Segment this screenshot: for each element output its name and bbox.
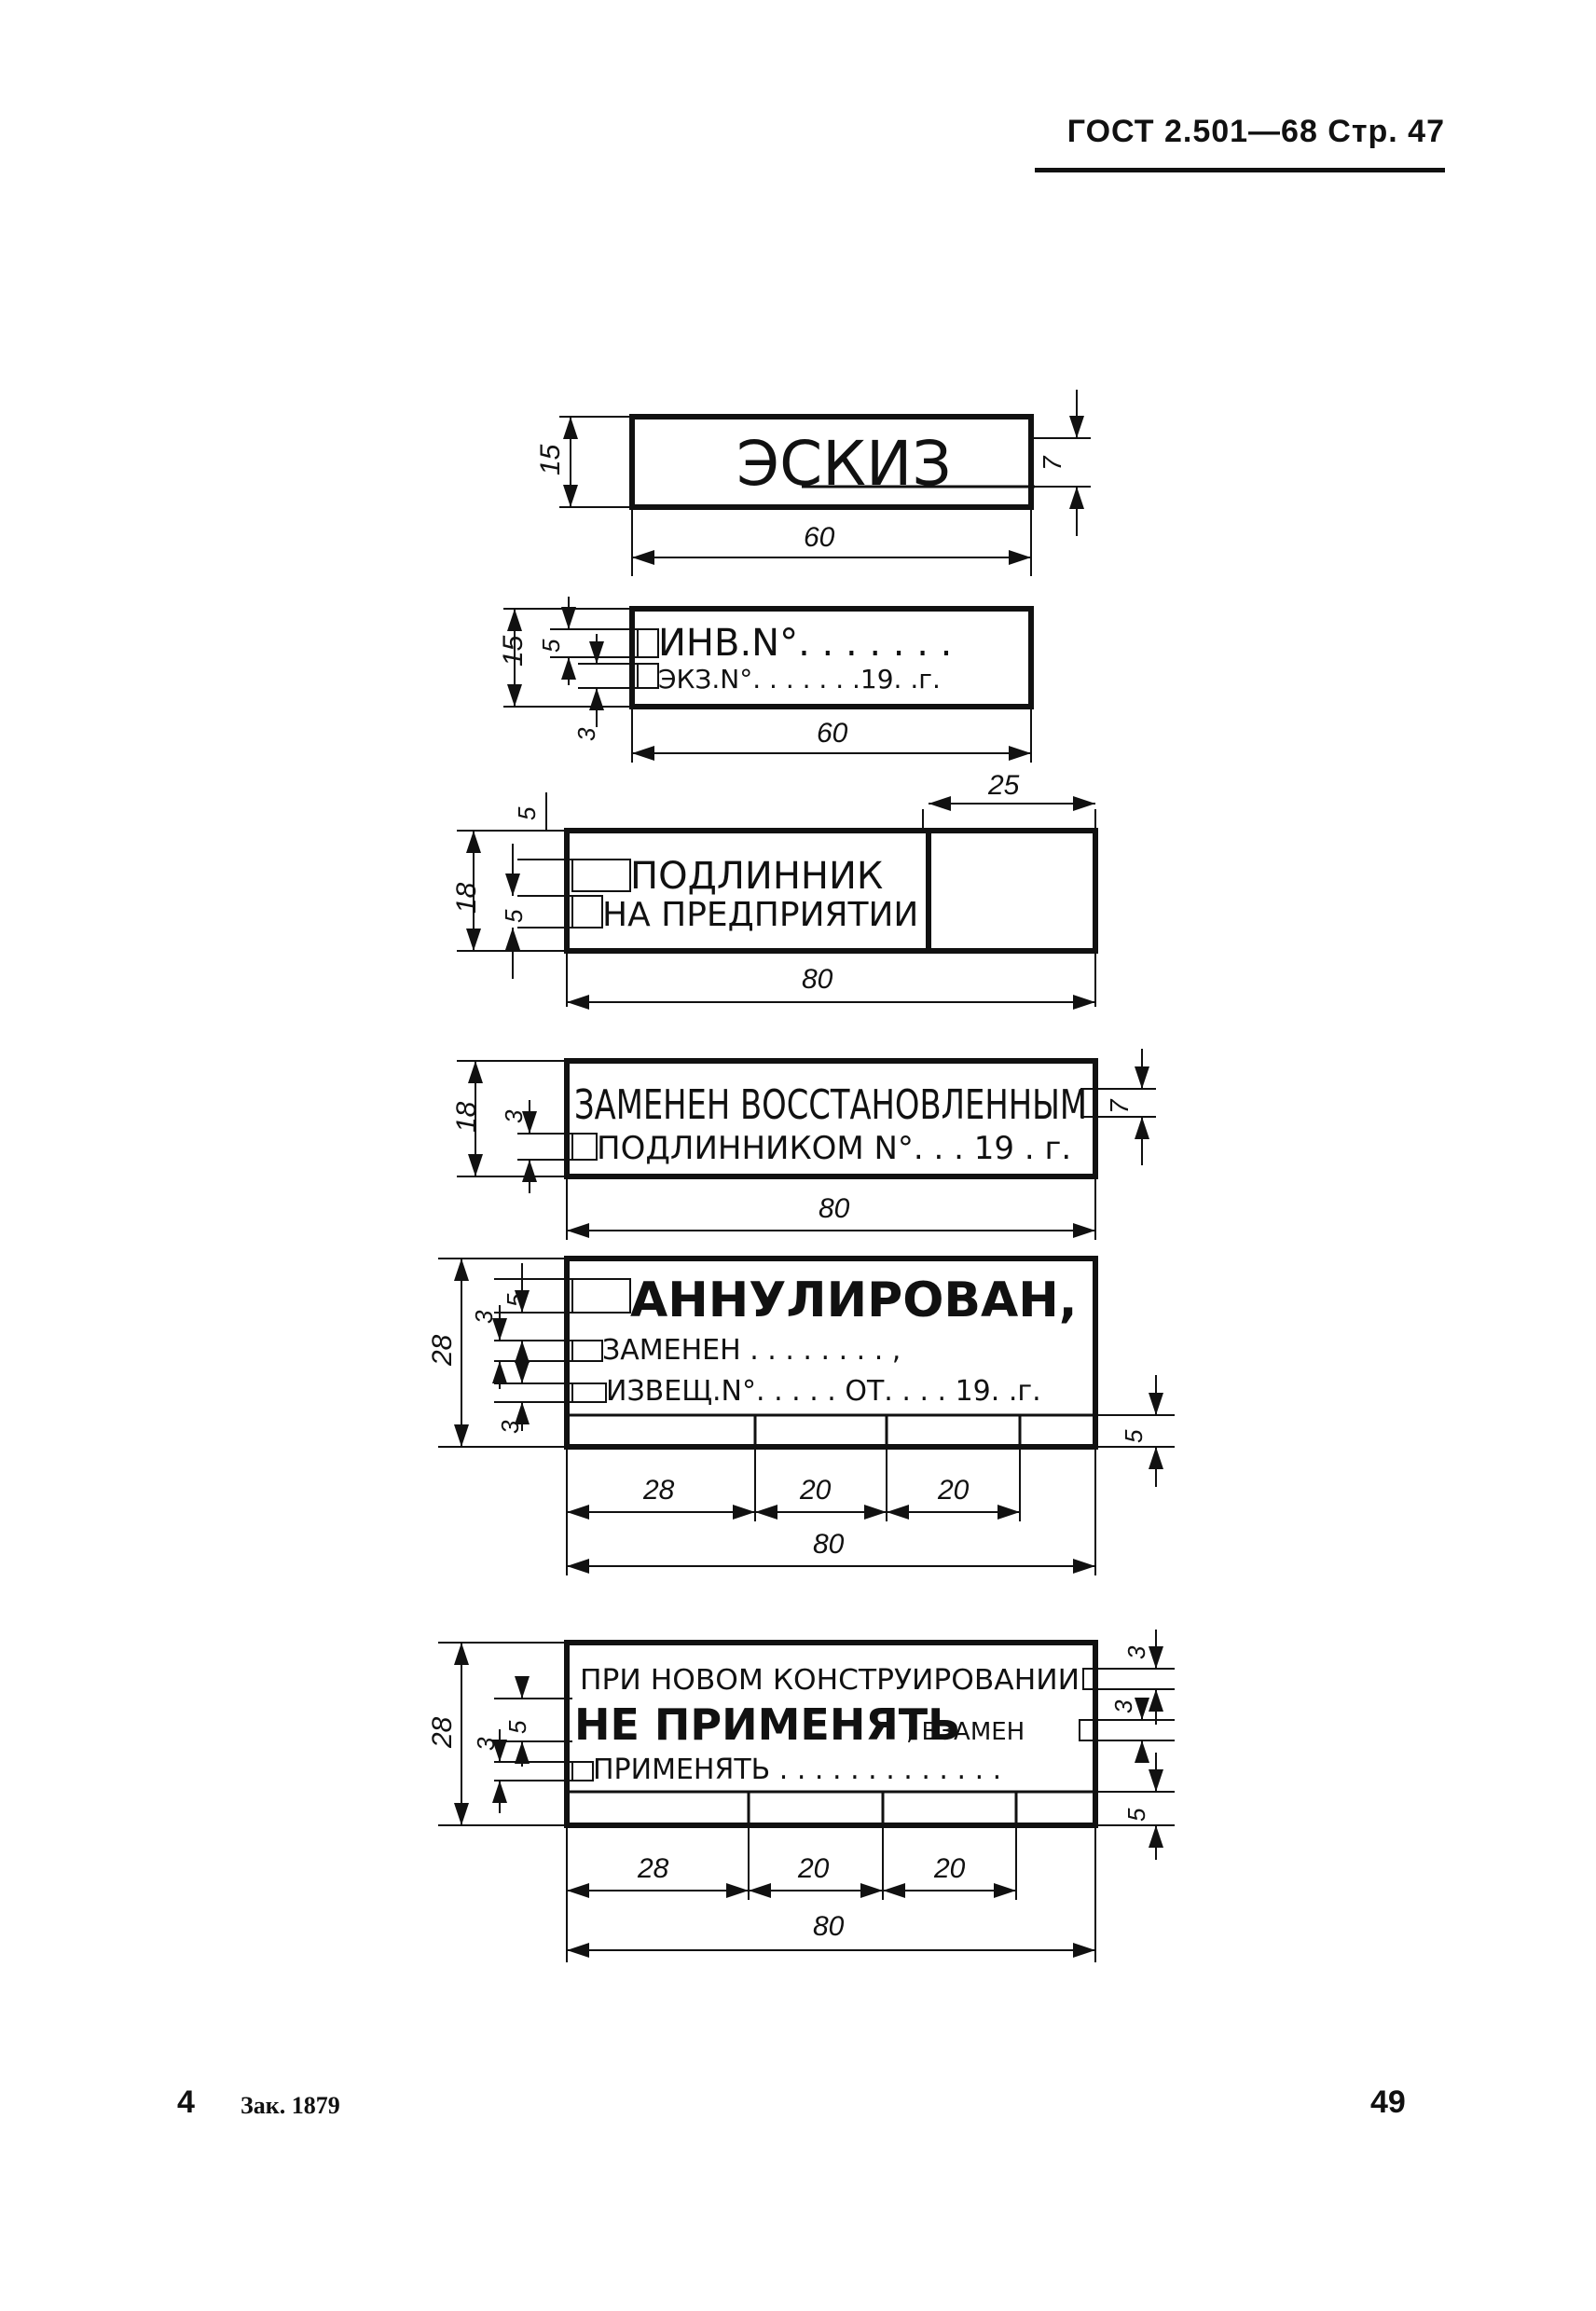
dim-height: 18 bbox=[451, 1101, 482, 1133]
dim-box: 25 bbox=[987, 770, 1020, 801]
dim-col3: 20 bbox=[937, 1475, 970, 1506]
dim-col1: 28 bbox=[642, 1475, 675, 1506]
stamp-annulled-line-3: ИЗВЕЩ.N°. . . . . ОТ. . . . 19. .г. bbox=[606, 1375, 1041, 1408]
dim-line: 5 bbox=[500, 909, 528, 923]
dim-line-b: 3 bbox=[470, 1310, 498, 1324]
stamp-replaced-line-2: ПОДЛИННИКОМ N°. . . 19 . г. bbox=[597, 1130, 1071, 1167]
dim-width: 80 bbox=[813, 1529, 845, 1560]
footer-page-number: 49 bbox=[1370, 2084, 1406, 2120]
dim-width: 80 bbox=[813, 1911, 845, 1942]
dim-top: 5 bbox=[513, 806, 541, 820]
dim-height: 28 bbox=[427, 1334, 458, 1367]
stamp-do-not-use-line-2b: , ВЗАМЕН bbox=[906, 1718, 1025, 1746]
dim-height: 15 bbox=[535, 444, 566, 475]
stamp-replaced-line-1: ЗАМЕНЕН ВОССТАНОВЛЕННЫМ bbox=[574, 1081, 1087, 1129]
dim-line: 3 bbox=[500, 1109, 528, 1123]
dim-line-a: 5 bbox=[502, 1293, 530, 1307]
stamp-original-line-2: НА ПРЕДПРИЯТИИ bbox=[602, 896, 918, 934]
dim-line-b: 3 bbox=[472, 1737, 500, 1751]
dim-width: 80 bbox=[819, 1193, 850, 1224]
stamp-eskiz: ЭСКИЗ 15 7 60 bbox=[535, 390, 1091, 576]
dim-col1: 28 bbox=[637, 1853, 669, 1884]
page-header: ГОСТ 2.501—68 Стр. 47 bbox=[1066, 114, 1445, 149]
dim-col2: 20 bbox=[799, 1475, 832, 1506]
stamp-original-line-1: ПОДЛИННИК bbox=[630, 855, 883, 898]
dim-height: 28 bbox=[427, 1716, 458, 1749]
stamp-replaced: ЗАМЕНЕН ВОССТАНОВЛЕННЫМ ПОДЛИННИКОМ N°. … bbox=[451, 1049, 1156, 1240]
dim-mid: 3 bbox=[1109, 1699, 1137, 1713]
footer-sheet-number: 4 bbox=[177, 2084, 195, 2120]
stamp-do-not-use-line-3: ПРИМЕНЯТЬ . . . . . . . . . . . . . bbox=[593, 1754, 1001, 1786]
dim-height: 15 bbox=[498, 635, 529, 667]
dim-width: 60 bbox=[804, 522, 835, 553]
stamp-annulled-line-2: ЗАМЕНЕН . . . . . . . . , bbox=[602, 1334, 901, 1367]
stamp-inv-line-2: ЭКЗ.N°. . . . . . .19. .г. bbox=[658, 664, 941, 695]
footer-order: Зак. 1879 bbox=[241, 2092, 340, 2119]
dim-row: 5 bbox=[1120, 1429, 1148, 1443]
header-rule bbox=[1035, 168, 1445, 172]
dim-line-a: 5 bbox=[503, 1720, 531, 1734]
stamp-annulled: АННУЛИРОВАН, ЗАМЕНЕН . . . . . . . . , И… bbox=[427, 1256, 1175, 1575]
stamp-annulled-line-1: АННУЛИРОВАН, bbox=[630, 1272, 1078, 1328]
dim-font: 7 bbox=[1038, 455, 1066, 471]
stamp-inv-line-1: ИНВ.N°. . . . . . . bbox=[658, 622, 952, 665]
dim-line: 5 bbox=[537, 639, 565, 653]
stamp-do-not-use: ПРИ НОВОМ КОНСТРУИРОВАНИИ НЕ ПРИМЕНЯТЬ ,… bbox=[427, 1630, 1175, 1962]
stamp-do-not-use-line-2: НЕ ПРИМЕНЯТЬ bbox=[574, 1699, 960, 1750]
dim-width: 80 bbox=[802, 964, 833, 995]
dim-col2: 20 bbox=[797, 1853, 830, 1884]
dim-height: 18 bbox=[451, 882, 482, 914]
dim-font: 7 bbox=[1105, 1098, 1134, 1114]
dim-row: 5 bbox=[1122, 1808, 1150, 1822]
dim-top: 3 bbox=[1122, 1645, 1150, 1659]
stamp-inv: ИНВ.N°. . . . . . . ЭКЗ.N°. . . . . . .1… bbox=[498, 597, 1034, 763]
dim-col3: 20 bbox=[933, 1853, 966, 1884]
stamp-original: ПОДЛИННИК НА ПРЕДПРИЯТИИ 25 18 5 5 80 bbox=[451, 770, 1098, 1010]
stamp-do-not-use-line-1: ПРИ НОВОМ КОНСТРУИРОВАНИИ bbox=[580, 1664, 1080, 1697]
stamp-eskiz-text: ЭСКИЗ bbox=[736, 428, 952, 500]
dim-width: 60 bbox=[817, 718, 848, 749]
dim-bottom: 3 bbox=[572, 727, 600, 741]
dim-line-c: 3 bbox=[496, 1420, 524, 1434]
